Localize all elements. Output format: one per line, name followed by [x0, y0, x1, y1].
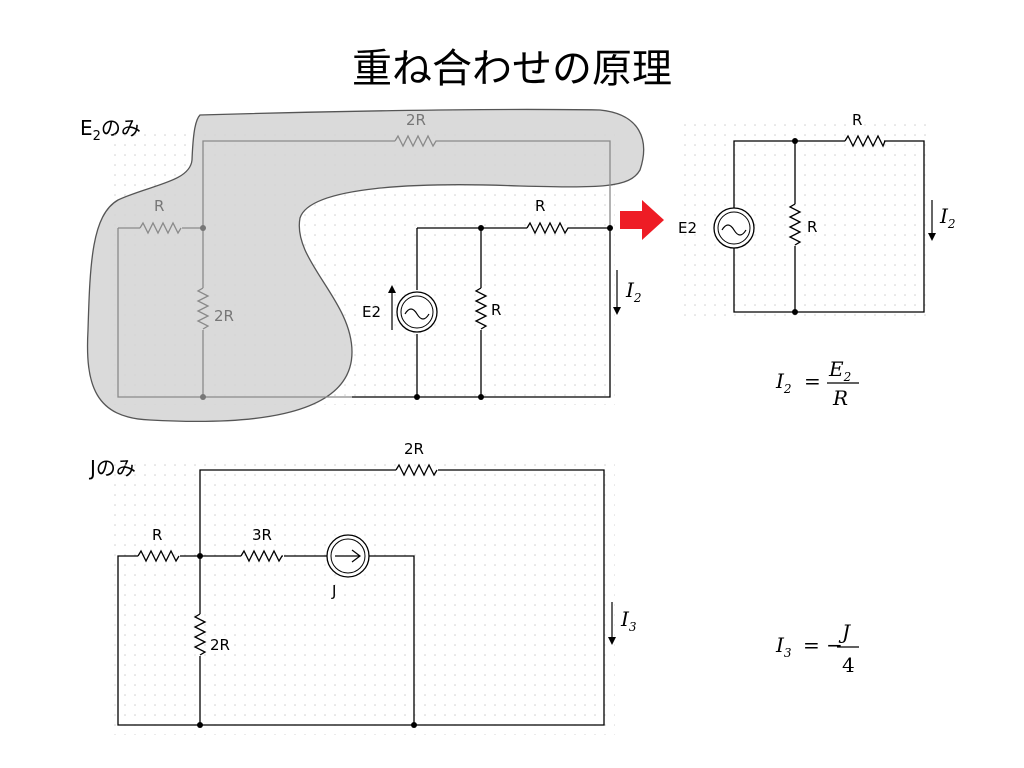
resistor-2r-vertical [196, 287, 210, 330]
label-r-left: R [154, 197, 164, 215]
label-e-subscript: 2 [92, 129, 101, 144]
wire-top-left [199, 469, 396, 556]
eq-i3-lhs: I3 [775, 633, 792, 660]
arrow-i3-head [608, 637, 616, 645]
node-dot [478, 225, 484, 231]
label-j-source: J [331, 582, 336, 600]
node-dot [607, 225, 613, 231]
wire-left-bottom [117, 228, 352, 398]
arrow-i2-head [928, 233, 936, 241]
label-r-top: R [852, 111, 862, 129]
label-r-vertical: R [807, 218, 817, 236]
node-dot [200, 394, 206, 400]
circuit-simplified: E2 R R I2 [678, 111, 956, 315]
resistor-2r-vertical [193, 613, 207, 656]
label-3r: 3R [252, 526, 272, 544]
slide-title: 重ね合わせの原理 [352, 46, 672, 92]
wire-j-right [369, 555, 415, 725]
resistor-r-top [844, 134, 886, 148]
node-dot [197, 553, 203, 559]
node-dot [200, 225, 206, 231]
label-e2-source: E2 [678, 219, 697, 237]
label-2r-vertical: 2R [210, 636, 230, 654]
current-source-j [326, 534, 370, 578]
node-dot [792, 309, 798, 315]
node-dot [478, 394, 484, 400]
eq-i2-denominator: R [832, 386, 848, 410]
circuit-e2-only: 2R R 2R E2 R [86, 108, 645, 423]
wire-loop [117, 469, 605, 726]
label-2r-top: 2R [406, 111, 426, 129]
label-2r-vertical: 2R [214, 307, 234, 325]
wire-top-2r-right [437, 140, 611, 228]
eq-i2-lhs: I2 [775, 369, 792, 396]
eq-i2-numerator: E2 [828, 357, 851, 384]
label-e2-source: E2 [362, 303, 381, 321]
resistor-3r [240, 549, 283, 563]
node-dot [414, 394, 420, 400]
label-i3: I3 [620, 607, 637, 634]
transform-arrow [620, 200, 664, 240]
label-i2: I2 [625, 278, 642, 305]
eq-i2-equals: = [804, 369, 821, 393]
eq-i3-equals: = − [803, 633, 843, 657]
wire-loop [733, 140, 925, 313]
wire-top-2r-left [202, 140, 395, 228]
label-r-top: R [535, 197, 545, 215]
resistor-2r-top [395, 463, 438, 477]
resistor-r-left [137, 549, 180, 563]
label-2r-top: 2R [404, 440, 424, 458]
resistor-r-mid [474, 287, 488, 330]
node-dot [411, 722, 417, 728]
voltage-source-e2 [396, 291, 438, 333]
equation-i3: I3 = − J 4 [775, 620, 859, 677]
resistor-r-vertical [788, 203, 802, 246]
eq-i3-numerator: J [838, 620, 851, 644]
voltage-source-e2 [713, 207, 755, 249]
shaded-region [86, 108, 645, 423]
resistor-2r-top [394, 134, 437, 148]
arrow-i2-head [613, 307, 621, 315]
resistor-r-top [526, 221, 569, 235]
node-dot [792, 138, 798, 144]
node-dot [197, 722, 203, 728]
circuit-j-only: 2R R 3R J 2R I3 [117, 440, 637, 728]
arrow-e2-head [388, 285, 396, 293]
label-e-letter: E [80, 116, 93, 140]
label-r-left: R [152, 526, 162, 544]
grid-bottom [110, 460, 615, 735]
label-i2: I2 [939, 204, 956, 231]
wire-top [733, 140, 845, 208]
resistor-r-left [139, 221, 182, 235]
equation-i2: I2 = E2 R [775, 357, 859, 410]
eq-i3-denominator: 4 [842, 653, 855, 677]
label-r-mid: R [491, 301, 501, 319]
